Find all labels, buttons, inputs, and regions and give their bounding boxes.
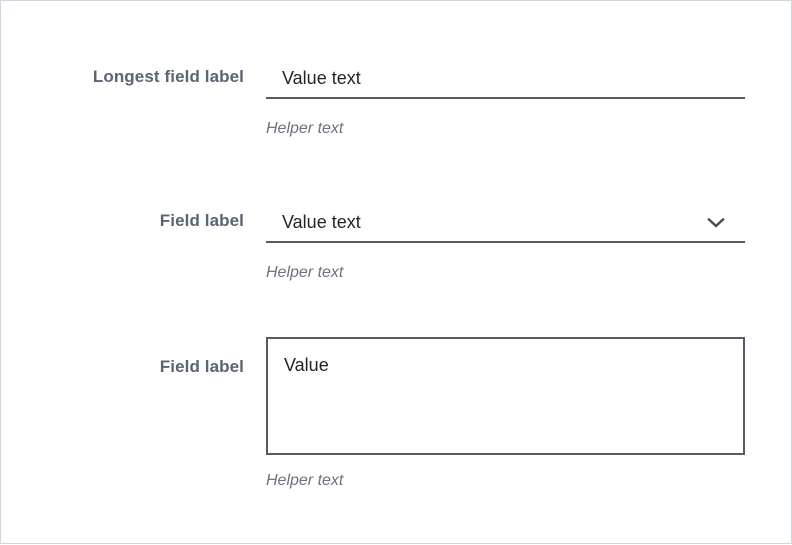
helper-text-text-input: Helper text (266, 120, 344, 137)
field-label-longest: Longest field label (92, 67, 244, 86)
field-control-column: Value text (266, 59, 745, 99)
textarea-input-value: Value (284, 355, 329, 375)
field-label-textarea: Field label (159, 357, 244, 376)
field-control-column: Value (266, 337, 745, 455)
text-input-value: Value text (282, 68, 361, 88)
select-input-value: Value text (282, 212, 361, 232)
helper-text-textarea: Helper text (266, 472, 344, 489)
chevron-down-icon[interactable] (704, 210, 728, 234)
text-input[interactable]: Value text (266, 59, 745, 99)
helper-text-select: Helper text (266, 264, 344, 281)
textarea-input[interactable]: Value (266, 337, 745, 455)
select-input[interactable]: Value text (266, 203, 745, 243)
field-label-select: Field label (159, 211, 244, 230)
field-control-column: Value text (266, 203, 745, 243)
